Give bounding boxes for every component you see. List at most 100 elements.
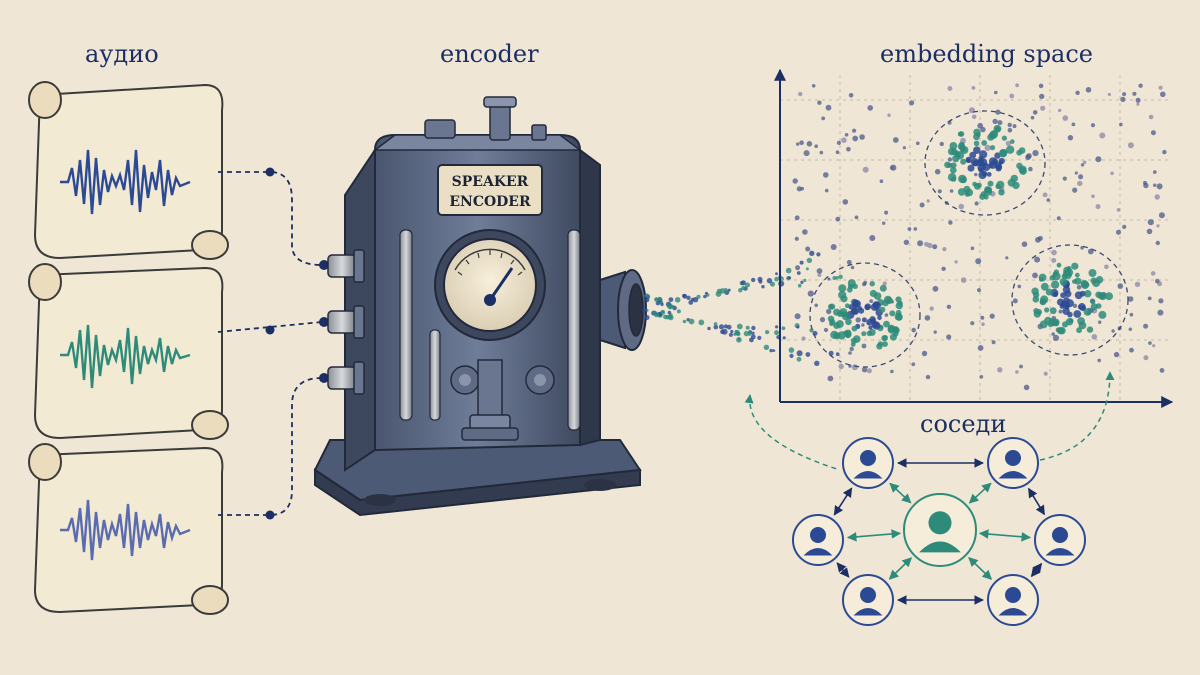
cluster-point xyxy=(951,176,957,182)
link-arc-right xyxy=(1039,371,1115,461)
scatter-point xyxy=(1128,327,1133,331)
scatter-point xyxy=(1147,219,1154,226)
scatter-point xyxy=(911,362,916,367)
scatter-point xyxy=(882,221,886,225)
stream-dot xyxy=(704,291,708,295)
neighbor-node-6 xyxy=(987,574,1039,626)
stream-dot xyxy=(745,282,750,288)
scatter-point xyxy=(849,346,854,352)
audio-scroll-1 xyxy=(28,81,229,260)
scatter-point xyxy=(1046,198,1051,202)
stream-dot xyxy=(713,322,718,326)
scatter-point xyxy=(1143,355,1149,361)
stream-dot xyxy=(698,319,705,326)
neighbor-link xyxy=(1030,562,1043,578)
scatter-point xyxy=(970,321,975,326)
scatter-point xyxy=(907,227,912,231)
scatter-point xyxy=(841,137,847,143)
scatter-point xyxy=(836,140,842,145)
scatter-point xyxy=(1017,284,1022,289)
scatter-point xyxy=(826,308,832,315)
scatter-point xyxy=(846,259,852,265)
cluster-point xyxy=(950,166,957,174)
gauge-needle xyxy=(488,267,514,301)
scatter-point xyxy=(1032,150,1039,157)
cluster-point xyxy=(1047,321,1053,327)
cluster-point xyxy=(994,161,1002,169)
cluster-point xyxy=(981,140,988,146)
scatter-point xyxy=(1098,320,1102,324)
stream-dot xyxy=(728,332,734,337)
scatter-point xyxy=(1156,224,1160,228)
scatter-point xyxy=(1037,235,1043,241)
cluster-point xyxy=(847,279,856,288)
scatter-point xyxy=(867,105,873,111)
stream-dot xyxy=(775,325,779,329)
cluster-point xyxy=(1072,279,1077,284)
scatter-point xyxy=(1156,183,1163,190)
cluster-point xyxy=(1074,272,1080,278)
scatter-point xyxy=(817,273,822,277)
cluster-point xyxy=(1095,303,1102,309)
scatter-point xyxy=(921,350,928,357)
cluster-point xyxy=(987,133,995,141)
cluster-point xyxy=(986,172,992,177)
scatter-point xyxy=(854,215,859,220)
scatter-point xyxy=(924,315,931,321)
scatter-point xyxy=(884,210,889,215)
scatter-point xyxy=(800,186,804,191)
cluster-point xyxy=(869,281,875,287)
stream-dot xyxy=(730,329,734,334)
stream-dot xyxy=(803,278,807,282)
plot-grid xyxy=(780,75,1170,402)
scatter-point xyxy=(1153,183,1157,187)
cluster-point xyxy=(1084,290,1092,298)
scatter-point xyxy=(1136,102,1140,106)
scatter-point xyxy=(1143,323,1149,329)
stream-dot xyxy=(663,314,668,320)
input-port-3 xyxy=(327,361,365,395)
scatter-point xyxy=(1007,127,1013,133)
scatter-point xyxy=(1019,364,1023,369)
cluster-point xyxy=(861,317,867,323)
cluster-point xyxy=(872,301,881,310)
stream-dot xyxy=(654,312,659,318)
scatter-point xyxy=(848,93,854,98)
scatter-point xyxy=(802,229,808,235)
cluster-point xyxy=(838,290,847,300)
scatter-point xyxy=(1127,296,1134,302)
cluster-point xyxy=(895,309,902,316)
scatter-point xyxy=(1148,114,1154,120)
scatter-point xyxy=(861,323,865,327)
nameplate-line2: ENCODER xyxy=(449,194,531,210)
scatter-point xyxy=(971,114,977,120)
stream-dot xyxy=(660,302,664,307)
cluster-point xyxy=(1016,149,1023,156)
neighbor-link xyxy=(968,557,993,580)
stream-dot xyxy=(796,325,800,329)
scatter-point xyxy=(1015,83,1019,88)
stream-dot xyxy=(645,293,649,298)
cluster-point xyxy=(827,315,835,322)
scatter-point xyxy=(1159,368,1165,373)
scatter-point xyxy=(1119,122,1123,127)
scatter-point xyxy=(1154,194,1160,200)
scatter-point xyxy=(1071,122,1076,127)
cluster-point xyxy=(989,145,996,151)
stream-dot xyxy=(774,276,779,282)
scatter-point xyxy=(1150,271,1156,276)
scatter-point xyxy=(882,281,887,286)
stream-dot xyxy=(832,276,837,280)
cluster-point xyxy=(950,148,958,156)
stream-dot xyxy=(740,280,747,286)
input-port-2 xyxy=(327,305,365,339)
stream-dot xyxy=(809,250,815,256)
scatter-point xyxy=(1026,153,1032,159)
neighbor-link xyxy=(888,557,913,580)
cluster-point xyxy=(957,188,966,196)
neighbors-graph xyxy=(792,437,1086,626)
cluster-point xyxy=(1105,292,1113,301)
embedding-plot xyxy=(774,68,1174,408)
scatter-point xyxy=(1051,257,1057,263)
stream-dot xyxy=(796,350,803,357)
